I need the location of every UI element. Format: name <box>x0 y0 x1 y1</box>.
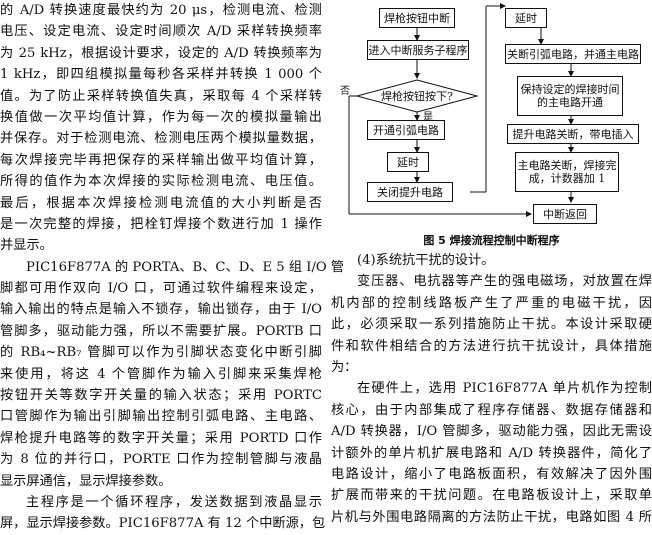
body-line: 焊枪提升电路等的数字开关量；采用 PORTD 口作 <box>0 430 322 446</box>
flow-step-decision: 焊枪按钮按下? <box>381 89 453 103</box>
body-line: 输入输出的特点是输入不锁存，输出锁存，由于 I/O <box>0 302 322 318</box>
body-line: 并保存。对于检测电流、检测电压两个模拟量数据， <box>0 131 322 147</box>
body-line: 主程序是一个循环程序，发送数据到液晶显示 <box>26 494 322 510</box>
body-line: 片机与外围电路隔离的方法防止干扰，电路如图 4 所 <box>331 509 652 525</box>
flow-step-return: 中断返回 <box>533 204 597 224</box>
body-line: 此，必须采取一系列措施防止干扰。本设计采取硬 <box>331 317 652 333</box>
body-line: 脚都可用作双向 I/O 口，可通过软件编程来设定， <box>0 281 322 297</box>
body-line: 来使用，将这 4 个管脚作为输入引脚来采集焊枪 <box>0 366 322 382</box>
body-line: 扩展而带来的干扰问题。在电路板设计上，采取单 <box>331 488 652 504</box>
body-line: 核心，由于内部集成了程序存储器、数据存储器和 <box>331 402 652 418</box>
flow-step-start: 焊枪按钮中断 <box>379 8 455 28</box>
body-line: 电路设计，缩小了电路板面积，有效解决了因外围 <box>331 466 652 482</box>
flow-step-enter-isr: 进入中断服务子程序 <box>367 40 469 60</box>
left-text-column: 的 A/D 转换速度最快约为 20 μs，检测电流、检测 电压、设定电流、设定时… <box>0 0 345 535</box>
figure-caption: 图 5 焊接流程控制中断程序 <box>423 234 560 247</box>
body-line: PIC16F877A 的 PORTA、B、C、D、E 5 组 I/O 管 <box>26 259 345 275</box>
body-line: A/D 转换器，I/O 管脚多，驱动能力强，因此无需设 <box>331 424 652 440</box>
body-line: 在硬件上，选用 PIC16F877A 单片机作为控制 <box>357 381 652 397</box>
body-line: 按钮开关等数字开关量的输入状态；采用 PORTC <box>0 388 322 404</box>
flow-step-main-off: 主电路关断，焊接完成，计数器加 1 <box>515 152 619 192</box>
right-text-column: (4)系统抗干扰的设计。 变压器、电抗器等产生的强电磁场，对放置在焊 机内部的控… <box>331 250 652 528</box>
body-line: 机内部的控制线路板产生了严重的电磁干扰，因 <box>331 295 652 311</box>
body-line: 1 kHz，即四组模拟量每秒各采样并转换 1 000 个 <box>0 67 322 83</box>
body-line: 最后，根据本次焊接检测电流值的大小判断是否 <box>0 195 322 211</box>
body-line: 变压器、电抗器等产生的强电磁场，对放置在焊 <box>357 274 652 290</box>
body-line: 屏，显示焊接参数。PIC16F877A 有 12 个中断源，包 <box>0 516 326 532</box>
flow-step-delay-2: 延时 <box>505 8 547 28</box>
body-line: 电压、设定电流、设定时间顺次 A/D 采样转换频率 <box>0 24 322 40</box>
body-line: 为： <box>331 359 358 375</box>
body-line: 管脚多，驱动能力强，所以不需要扩展。PORTB 口 <box>0 323 322 339</box>
section-heading: (4)系统抗干扰的设计。 <box>357 253 495 268</box>
body-line: 值。为了防止采样转换值失真，采取每 4 个采样转 <box>0 88 322 104</box>
flow-step-arc-off: 关断引弧电路，并通主电路 <box>505 44 641 64</box>
body-line: 的 A/D 转换速度最快约为 20 μs，检测电流、检测 <box>0 3 322 18</box>
body-line: 换值做一次平均值计算，作为每一次的模拟量输出 <box>0 109 322 125</box>
body-line: 口管脚作为输出引脚输出控制引弧电路、主电路、 <box>0 409 322 425</box>
flowchart-connectors <box>348 3 574 217</box>
body-line: 所得的值作为本次焊接的实际检测电流、电压值。 <box>0 174 322 190</box>
body-line: 并显示。 <box>0 238 53 254</box>
body-line: 每次焊接完毕再把保存的采样输出做平均值计算， <box>0 152 322 168</box>
flow-step-lift-on: 提升电路关断，带电插入 <box>507 124 639 144</box>
body-line: 计额外的单片机扩展电路和 A/D 转换器件，简化了 <box>331 445 652 461</box>
body-line: 的 RB₄~RB₇ 管脚可以作为引脚状态变化中断引脚 <box>0 345 322 361</box>
flow-label-no: 否 <box>340 86 350 97</box>
flow-step-delay-1: 延时 <box>387 152 429 172</box>
flow-step-arc-on: 开通引弧电路 <box>367 120 445 140</box>
body-line: 为 8 位的并行口，PORTE 口作为控制管脚与液晶 <box>0 452 322 468</box>
body-line: 是一次完整的焊接，把栓钉焊接个数进行加 1 操作 <box>0 216 322 232</box>
flow-step-hold: 保持设定的焊接时间的主电路开通 <box>517 76 623 116</box>
body-line: 为 25 kHz，根据设计要求，设定的 A/D 转换频率为 <box>0 45 322 61</box>
flow-step-lift-off: 关闭提升电路 <box>367 182 453 202</box>
body-line: 显示屏通信，显示焊接参数。 <box>0 473 172 489</box>
flowchart-figure: 焊枪按钮中断 进入中断服务子程序 焊枪按钮按下? 否 是 开通引弧电路 延时 关… <box>331 0 652 250</box>
body-line: 件和软件相结合的方法进行抗干扰设计，具体措施 <box>331 338 652 354</box>
flow-label-yes: 是 <box>423 112 433 123</box>
